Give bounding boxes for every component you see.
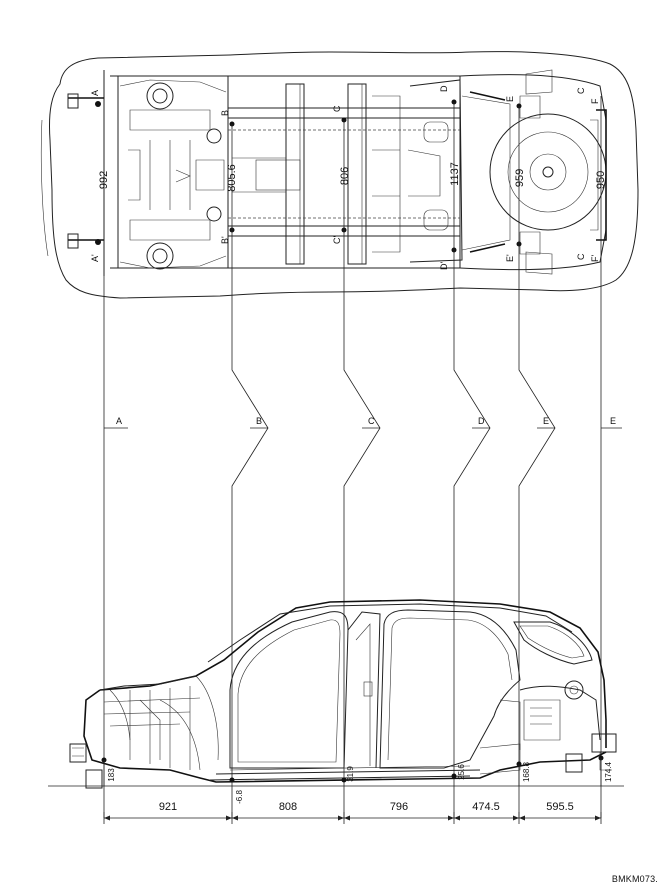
letter-a-top: A	[90, 90, 100, 96]
width-c: 806	[339, 167, 351, 185]
letter-c-rear-bottom: C	[576, 253, 586, 260]
reference-labels: A B C D E E	[116, 416, 616, 426]
width-e: 959	[514, 169, 526, 187]
height-b: -6.8	[235, 790, 244, 804]
letter-b-prime: B'	[220, 236, 230, 244]
letter-f-prime: F'	[590, 255, 600, 262]
body-side-view	[69, 599, 617, 789]
letter-f-top: F	[590, 98, 600, 104]
ref-label-c: C	[368, 416, 375, 426]
width-f: 950	[595, 171, 607, 189]
top-view-outline	[49, 51, 639, 299]
letter-b-top: B	[220, 110, 230, 116]
ref-label-e-rear: E	[610, 416, 616, 426]
ref-label-d: D	[478, 416, 485, 426]
distance-d-e: 474.5	[472, 801, 500, 813]
letter-c-prime: C'	[332, 236, 342, 244]
height-c: 31.9	[346, 766, 355, 782]
distance-c-d: 796	[390, 801, 408, 813]
drawing-code: BMKM073.	[611, 874, 658, 884]
letter-d-prime: D'	[439, 262, 449, 270]
letter-d-top: D	[439, 85, 449, 92]
distance-e-f: 595.5	[546, 801, 574, 813]
underbody-top-view	[40, 51, 639, 299]
distance-a-b: 921	[159, 801, 177, 813]
width-b: 805.6	[226, 164, 238, 192]
height-front: 183	[107, 768, 116, 782]
letter-e-top: E	[505, 96, 515, 102]
ref-label-a: A	[116, 416, 122, 426]
letter-e-prime: E'	[505, 254, 515, 262]
distance-b-c: 808	[279, 801, 297, 813]
section-letters-top: A A' B B' C C' D D' E E' C C F F'	[90, 85, 600, 270]
letter-a-prime: A'	[90, 254, 100, 262]
side-view-dimensions: 183 -6.8 31.9 25.6 168.8 174.4 921 808 7…	[48, 758, 624, 824]
height-rear: 174.4	[604, 761, 613, 782]
projection-lines	[103, 104, 622, 818]
top-width-values: 992 805.6 806 1137 959 950	[98, 162, 607, 192]
width-d: 1137	[449, 162, 461, 186]
ref-label-b: B	[256, 416, 262, 426]
letter-c-rear-top: C	[576, 87, 586, 94]
side-view-outline	[99, 599, 607, 748]
height-e: 168.8	[522, 761, 531, 782]
height-d: 25.6	[457, 764, 466, 780]
letter-c-top: C	[332, 105, 342, 112]
ref-label-e: E	[543, 416, 549, 426]
